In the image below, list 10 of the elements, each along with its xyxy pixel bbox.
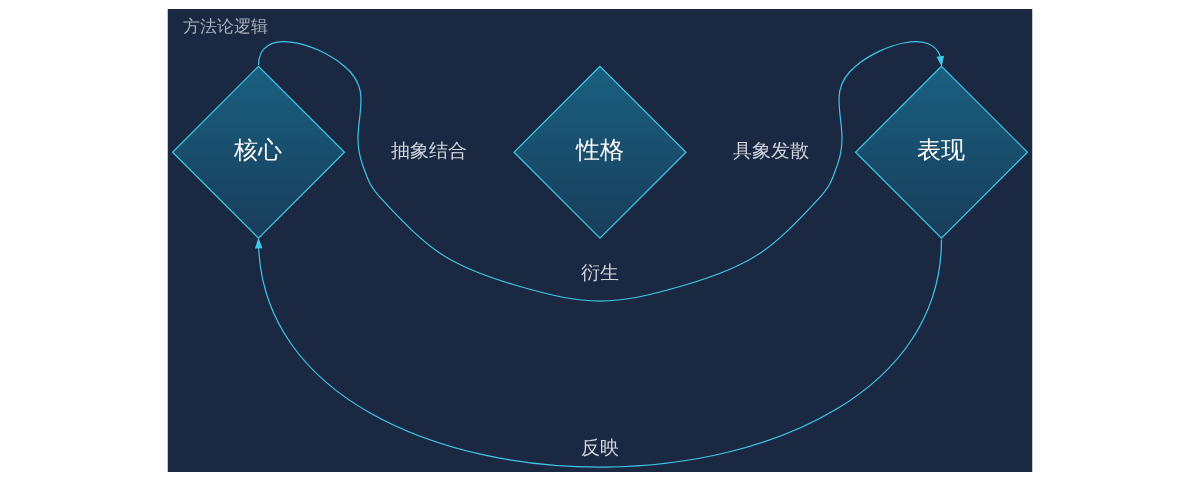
label: 具象发散	[732, 138, 809, 162]
node-diamond: 表现	[854, 64, 1029, 239]
arrow	[257, 40, 945, 302]
node-diamond: 核心	[171, 64, 346, 239]
diagram-title: 方法论逻辑	[182, 15, 268, 36]
edge-label: 反映	[581, 435, 619, 459]
node-diamond: 性格	[513, 64, 687, 239]
edge-label: 衍生	[581, 260, 619, 284]
label: 抽象结合	[391, 138, 468, 162]
arrow	[254, 237, 943, 468]
